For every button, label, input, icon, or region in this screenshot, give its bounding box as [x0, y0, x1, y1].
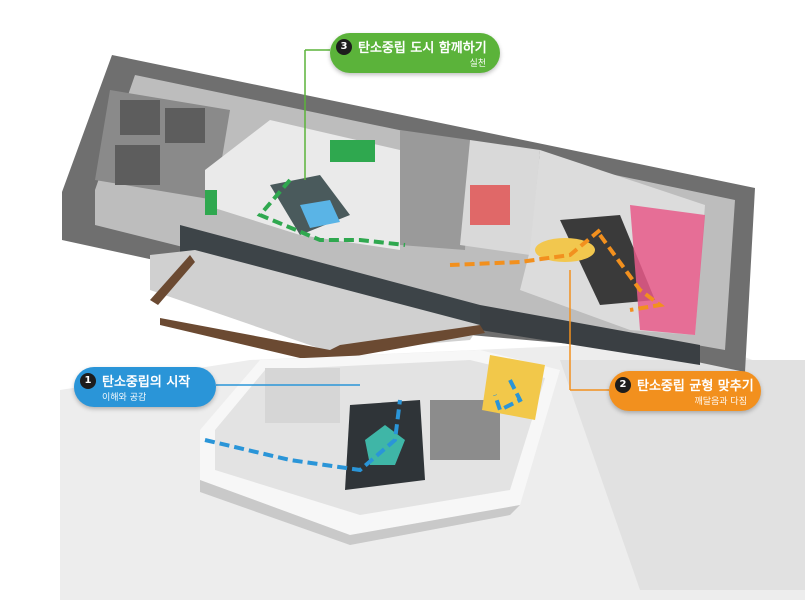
zone-3-path-arrow — [256, 178, 406, 247]
zone-1-path-arrow — [204, 399, 402, 473]
front-glass-wall — [180, 225, 480, 330]
zone-2-callout: 2 탄소중립 균형 맞추기 깨달음과 다짐 — [609, 371, 761, 411]
zone-2-number-badge: 2 — [615, 377, 631, 393]
lower-front-facade — [200, 480, 520, 545]
zone-2-balance-disc — [535, 238, 595, 262]
ground-road — [560, 360, 805, 590]
middle-service-rooms — [400, 130, 470, 250]
zone-1-subtitle: 이해와 공감 — [102, 393, 147, 403]
zone-1-title: 탄소중립의 시작 — [102, 375, 191, 390]
zone-3-subtitle: 실천 — [469, 59, 486, 69]
machine-room-b — [165, 108, 205, 143]
front-glass-wall-right — [480, 305, 700, 365]
zone-1-room-a — [265, 368, 340, 423]
zone-1-globe — [365, 425, 405, 465]
zone-2-dark-platform — [560, 215, 655, 305]
zone-1-callout: 1 탄소중립의 시작 이해와 공감 — [74, 367, 216, 407]
zone-2-path-arrow — [449, 228, 602, 267]
zone-3-green-panel — [205, 190, 217, 215]
walkway-planter-left — [150, 255, 195, 305]
zone-3-title: 탄소중립 도시 함께하기 — [358, 41, 487, 56]
zone-2-red-panel — [470, 185, 510, 225]
zone-2-path-arrow-b — [598, 233, 665, 312]
zone-2-subtitle: 깨달음과 다짐 — [694, 397, 747, 407]
zone-1-path-arrow-b — [493, 379, 523, 413]
zone-3-callout: 3 탄소중립 도시 함께하기 실천 — [330, 33, 500, 73]
zone-3-number-badge: 3 — [336, 39, 352, 55]
zone-2-pink-room — [630, 205, 705, 335]
zone-3-water-pool — [300, 200, 340, 228]
zone-3-green-display — [330, 140, 375, 162]
walkway-bridge — [150, 250, 480, 352]
machine-room-a — [120, 100, 160, 135]
walkway-planter-front — [160, 318, 485, 358]
zone-1-number-badge: 1 — [80, 373, 96, 389]
zone-2-title: 탄소중립 균형 맞추기 — [637, 379, 754, 394]
machine-room-c — [115, 145, 160, 185]
